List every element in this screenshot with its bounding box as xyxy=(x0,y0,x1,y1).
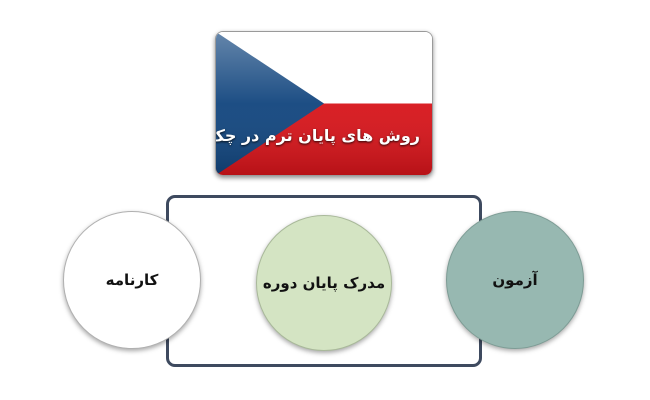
exam-circle: آزمون xyxy=(446,211,584,349)
czech-flag-card: روش های پایان ترم در چک xyxy=(215,31,433,176)
degree-circle: مدرک پایان دوره xyxy=(256,215,392,351)
report-card-label: کارنامه xyxy=(105,271,159,289)
diagram-title: روش های پایان ترم در چک xyxy=(215,126,420,145)
exam-label: آزمون xyxy=(492,271,538,289)
czech-flag-icon xyxy=(216,32,432,175)
degree-label: مدرک پایان دوره xyxy=(262,274,386,292)
report-card-circle: کارنامه xyxy=(63,211,201,349)
